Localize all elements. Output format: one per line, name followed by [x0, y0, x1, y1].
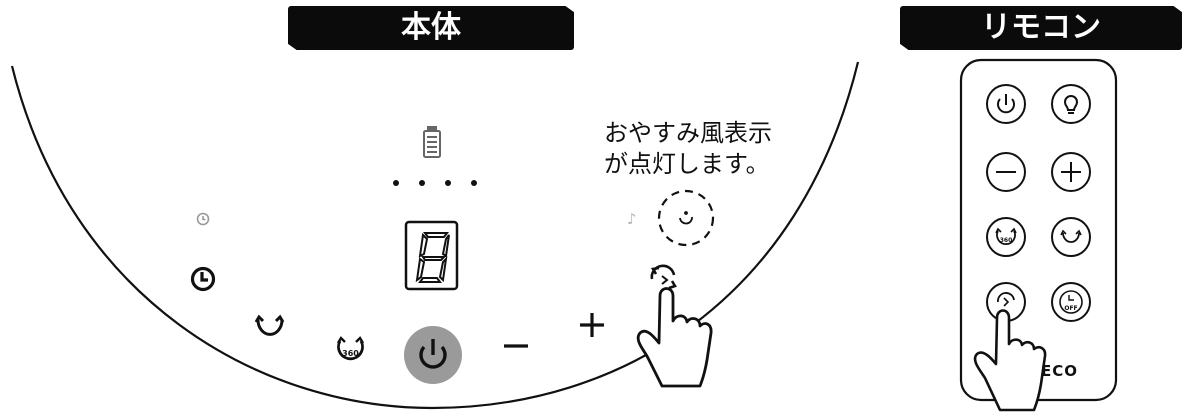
- remote-plus-button[interactable]: [1051, 152, 1091, 192]
- power-icon: [997, 98, 1015, 114]
- swing-360-icon[interactable]: 360: [336, 336, 365, 361]
- swing-360-label: 360: [342, 349, 359, 358]
- remote-title: リモコン: [900, 6, 1182, 50]
- remote-off-timer-button[interactable]: OFF: [1051, 282, 1091, 322]
- sleep-wind-note: おやすみ風表示 が点灯します。: [604, 119, 772, 178]
- level-dot: [393, 180, 399, 186]
- swing-icon[interactable]: [254, 314, 285, 336]
- remote-light-button[interactable]: [1051, 84, 1091, 124]
- timer-indicator-icon: [196, 212, 210, 226]
- digit-display: [404, 220, 459, 291]
- light-bulb-icon: [1063, 95, 1079, 111]
- main-unit-outline: [10, 61, 860, 410]
- remote-minus-button[interactable]: [986, 152, 1026, 192]
- level-indicator-dots: [393, 180, 477, 186]
- remote-off-label: OFF: [1064, 305, 1077, 312]
- remote-swing-360-button[interactable]: 360: [986, 217, 1026, 257]
- main-unit-title: 本体: [288, 6, 574, 50]
- power-button[interactable]: [404, 326, 462, 384]
- sleep-wind-button-icon[interactable]: [650, 264, 677, 290]
- timer-icon[interactable]: [190, 266, 216, 292]
- pointing-hand-icon: [636, 287, 713, 388]
- sleep-mode-icon: [679, 211, 693, 225]
- battery-icon: [423, 126, 441, 158]
- remote-power-button[interactable]: [986, 84, 1026, 124]
- remote-brand-label: ECO: [1041, 362, 1079, 380]
- pointing-hand-icon: [973, 309, 1047, 412]
- remote-swing-button[interactable]: [1051, 217, 1091, 257]
- sleep-mode-highlight: [657, 189, 715, 247]
- music-note-icon: ♪: [627, 210, 637, 228]
- level-dot: [471, 180, 477, 186]
- power-icon: [419, 345, 447, 369]
- timer-off-icon: [1059, 290, 1083, 314]
- remote-360-label: 360: [1000, 237, 1013, 244]
- level-dot: [419, 180, 425, 186]
- level-dot: [445, 180, 451, 186]
- plus-icon[interactable]: [580, 313, 604, 337]
